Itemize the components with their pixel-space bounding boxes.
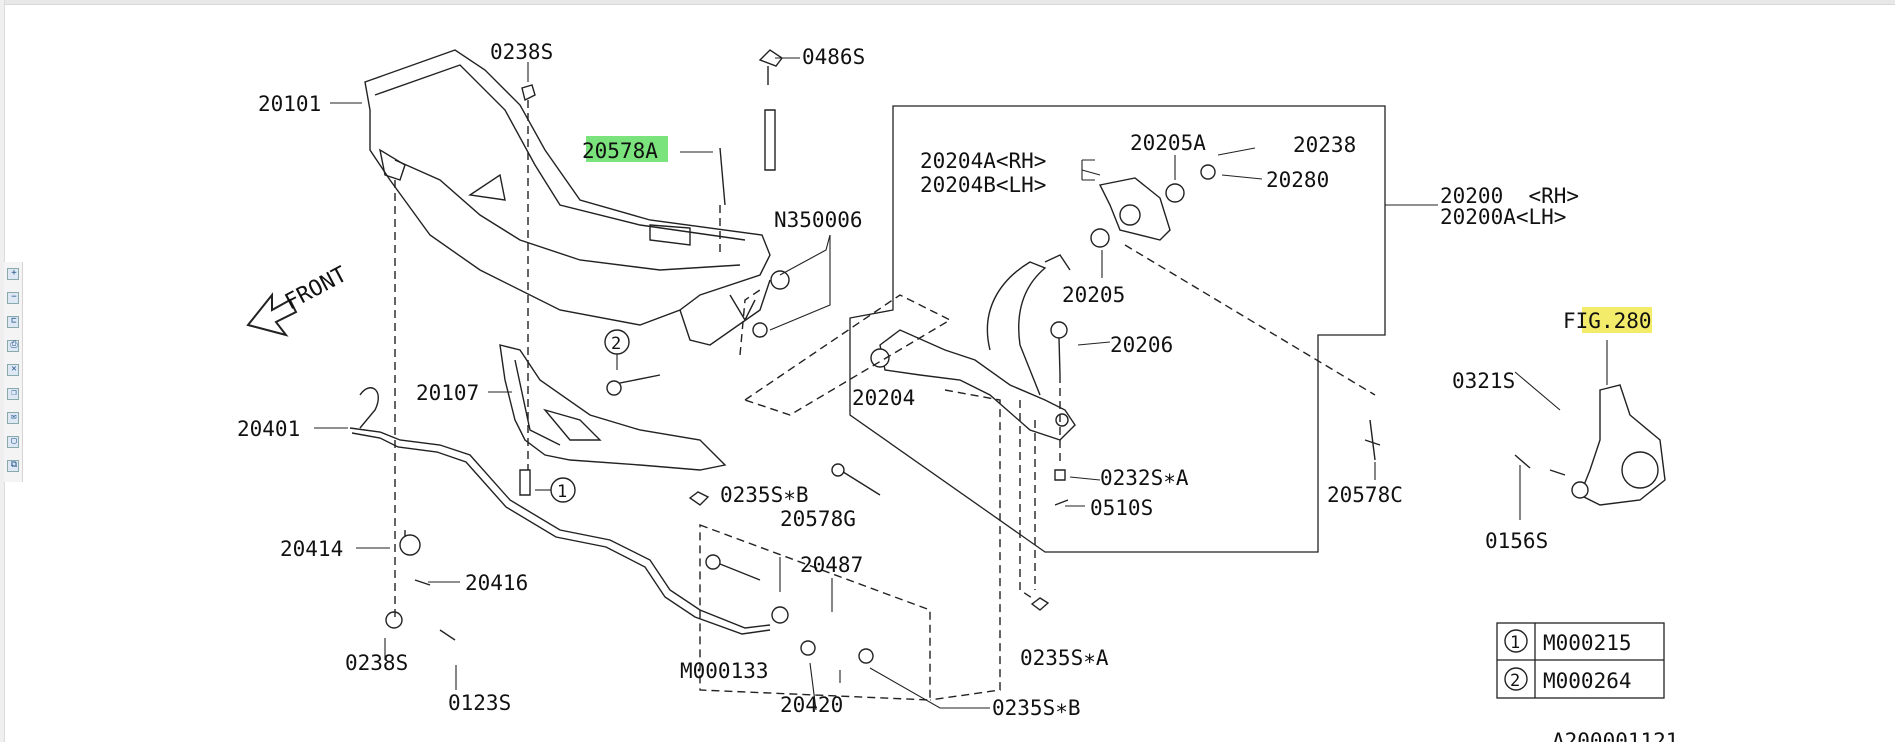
export-button[interactable]: ⧉ [7,460,19,472]
export-icon: ⧉ [10,460,18,470]
stabilizer-bar-shape [349,387,771,635]
copy-button[interactable]: ❐ [7,388,19,400]
fit-page-icon: ⊏ [11,316,17,326]
zoom-out-button[interactable]: − [7,292,19,304]
top-border [0,0,1895,5]
label-20107[interactable]: 20107 [416,381,479,405]
label-20200-rh[interactable]: 20200 <RH> [1440,184,1579,208]
label-20414[interactable]: 20414 [280,537,343,561]
callout-2-number: 2 [611,334,621,354]
label-20205a[interactable]: 20205A [1130,131,1206,155]
label-20578a[interactable]: 20578A [582,139,658,163]
label-0486s[interactable]: 0486S [802,45,865,69]
label-20280[interactable]: 20280 [1266,168,1329,192]
label-20416[interactable]: 20416 [465,571,528,595]
label-20206[interactable]: 20206 [1110,333,1173,357]
print-button[interactable]: ⎙ [7,340,19,352]
fasteners [385,49,1566,664]
label-20420[interactable]: 20420 [780,693,843,717]
knuckle-shape [1571,384,1666,506]
print-icon: ⎙ [10,340,18,350]
label-0238s-top[interactable]: 0238S [490,40,553,64]
label-fig-prefix: F [1563,309,1576,333]
blank-button[interactable]: ▢ [7,436,19,448]
label-fig-highlight: IG.28 [1576,309,1639,333]
guide-lines [394,100,1376,701]
lower-arm-shape [870,254,1076,441]
label-20200a-lh[interactable]: 20200A<LH> [1440,205,1566,229]
assembly-boundary [849,105,1386,553]
legend-table [1496,622,1665,699]
label-20578c[interactable]: 20578C [1327,483,1403,507]
fit-page-button[interactable]: ⊏ [7,316,19,328]
clear-icon: ✕ [11,364,17,374]
label-20578g[interactable]: 20578G [780,507,856,531]
label-0156s[interactable]: 0156S [1485,529,1548,553]
mail-button[interactable]: ✉ [7,412,19,424]
label-20204a[interactable]: 20204A<RH> [920,149,1046,173]
legend-code-1[interactable]: M000215 [1543,631,1632,655]
label-20101[interactable]: 20101 [258,92,321,116]
label-20204[interactable]: 20204 [852,386,915,410]
label-20487[interactable]: 20487 [800,553,863,577]
crossmember-shape [364,49,771,346]
callout-1-number: 1 [557,482,567,502]
label-20205[interactable]: 20205 [1062,283,1125,307]
zoom-in-icon: + [11,268,17,278]
label-0510s[interactable]: 0510S [1090,496,1153,520]
label-20238[interactable]: 20238 [1293,133,1356,157]
label-0123s[interactable]: 0123S [448,691,511,715]
zoom-out-icon: − [11,292,17,302]
label-0232sa[interactable]: 0232S∗A [1100,466,1189,490]
diagram-id: A200001121 [1552,729,1678,742]
label-0235sa[interactable]: 0235S∗A [1020,646,1109,670]
legend-code-2[interactable]: M000264 [1543,669,1632,693]
mail-icon: ✉ [11,412,17,422]
label-fig-suffix: 0 [1639,309,1652,333]
label-fig-280[interactable]: FIG.280 [1563,309,1652,333]
blank-icon: ▢ [11,436,17,446]
label-20401[interactable]: 20401 [237,417,300,441]
legend-num-1: 1 [1510,633,1520,653]
label-0238s-bottom[interactable]: 0238S [345,651,408,675]
zoom-in-button[interactable]: + [7,268,19,280]
leader-lines [314,57,1608,711]
support-plate-shape [499,344,727,471]
viewer-toolbar: + − ⊏ ⎙ ✕ ❐ ✉ ▢ ⧉ [4,262,23,482]
label-20578a-highlight: 20578 [582,139,645,163]
front-arrow-icon [246,292,298,337]
label-0235sb-bottom[interactable]: 0235S∗B [992,696,1081,720]
legend-num-2: 2 [1510,671,1520,691]
clear-button[interactable]: ✕ [7,364,19,376]
label-n350006[interactable]: N350006 [774,208,863,232]
label-0235sb-mid[interactable]: 0235S∗B [720,483,809,507]
label-20578a-suffix: A [645,139,658,163]
label-0321s[interactable]: 0321S [1452,369,1515,393]
front-label: FRONT [281,262,351,315]
label-m000133[interactable]: M000133 [680,659,769,683]
highlight-green [586,136,668,162]
highlight-yellow [1582,307,1652,333]
copy-icon: ❐ [11,388,17,398]
label-20204b[interactable]: 20204B<LH> [920,173,1046,197]
bushing-bracket-shape [1090,164,1216,248]
